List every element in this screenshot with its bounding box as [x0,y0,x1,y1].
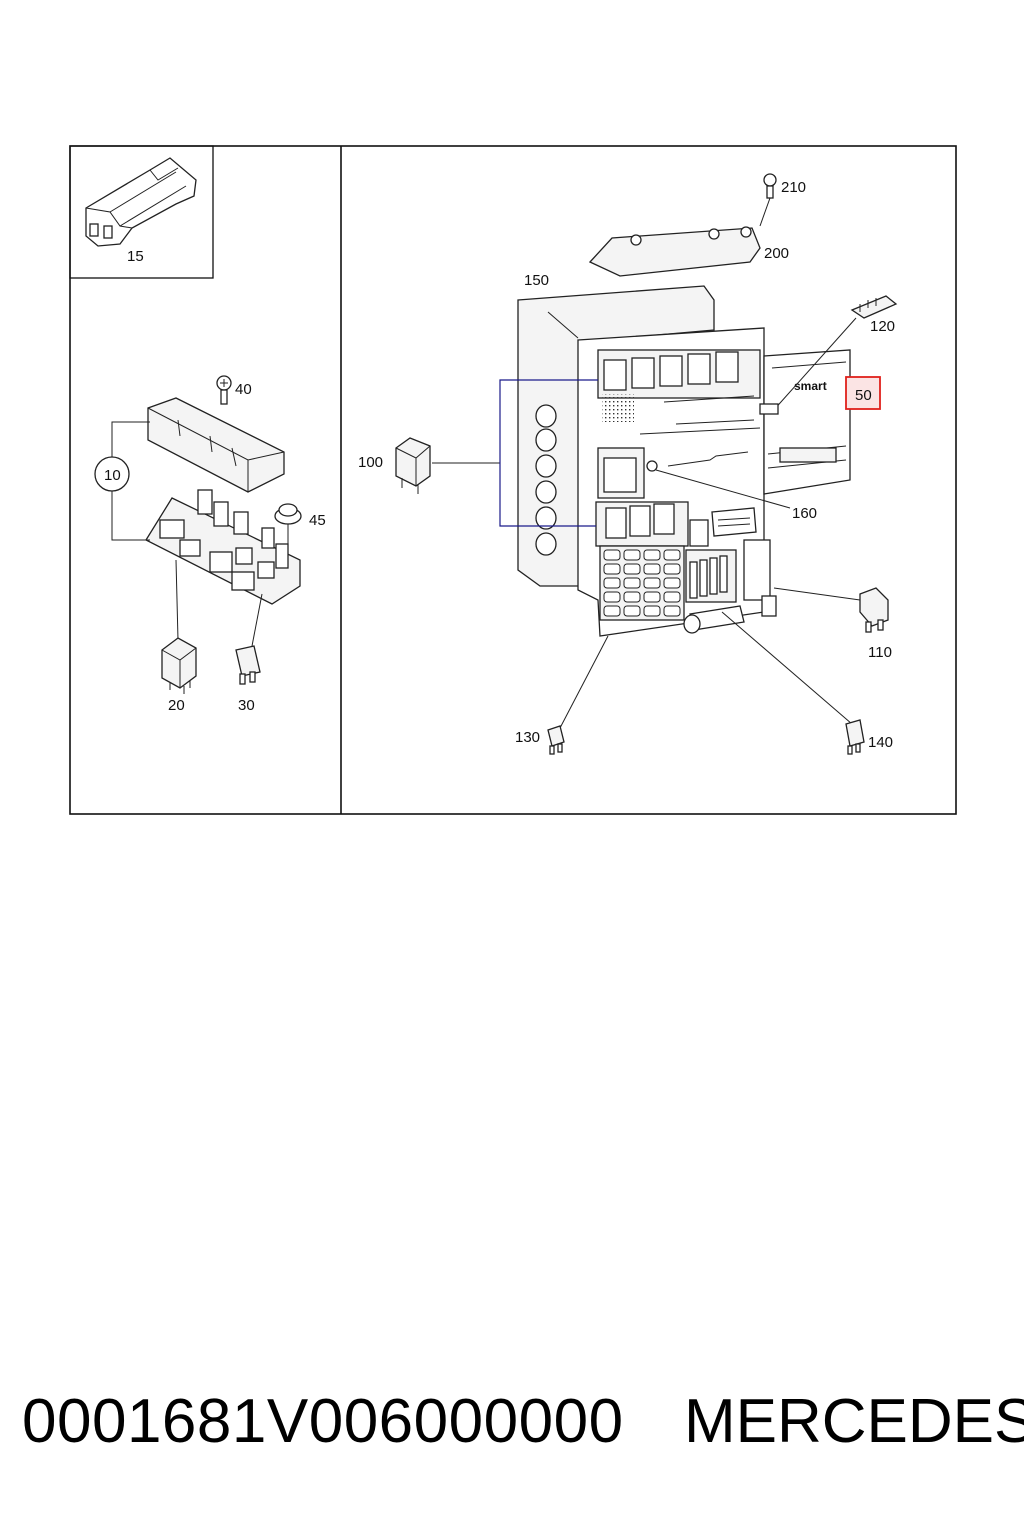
sam-side-module[interactable] [763,349,851,495]
part-50-highlight[interactable] [845,376,881,410]
label-200[interactable]: 200 [764,245,789,262]
label-130[interactable]: 130 [515,729,540,746]
fuse-slot [603,591,621,603]
part-210-screw[interactable] [759,173,777,227]
fuse-slot [623,605,641,617]
part-15-connector[interactable] [85,157,197,247]
part-120-clip[interactable] [759,295,898,415]
label-110[interactable]: 110 [868,644,892,661]
label-15[interactable]: 15 [127,248,144,265]
fuse-slot [643,563,661,575]
smart-badge: smart [794,379,827,393]
part-140-fuse[interactable] [721,611,865,755]
label-140[interactable]: 140 [868,734,893,751]
sam-front-body[interactable] [577,327,777,637]
fuse-slot [603,549,621,561]
label-160[interactable]: 160 [792,505,817,522]
fuse-slot [663,563,681,575]
diagram-frame [69,145,957,815]
part-10-cover[interactable] [147,397,285,493]
part-150-housing[interactable] [517,285,715,587]
fuse-slot [663,591,681,603]
part-10-base[interactable] [145,489,301,605]
part-100-relay[interactable] [395,379,598,527]
label-10[interactable]: 10 [104,467,121,484]
fuse-slot [643,549,661,561]
fuse-slot [663,577,681,589]
brand-name: MERCEDES [684,1387,1024,1456]
fuse-slot [623,591,641,603]
label-150[interactable]: 150 [524,272,549,289]
part-20-relay[interactable] [161,559,197,694]
part-45-nut[interactable] [274,503,302,560]
part-40-screw[interactable] [216,375,232,405]
fuse-slot [643,605,661,617]
part-number-code: 0001681V006000000 [22,1387,624,1456]
footer: 0001681V006000000 MERCEDES [0,1382,1024,1472]
label-45[interactable]: 45 [309,512,326,529]
label-120[interactable]: 120 [870,318,895,335]
fuse-grid [599,545,685,621]
part-200-bracket[interactable] [588,226,761,277]
leader-160 [655,469,791,509]
fuse-slot [603,577,621,589]
fuse-slot [603,563,621,575]
fuse-slot [623,549,641,561]
part-30-fuse[interactable] [235,593,263,685]
label-20[interactable]: 20 [168,697,185,714]
fuse-slot [643,591,661,603]
fuse-slot [643,577,661,589]
label-210[interactable]: 210 [781,179,806,196]
label-30[interactable]: 30 [238,697,255,714]
label-100[interactable]: 100 [358,454,383,471]
fuse-slot [623,577,641,589]
fuse-slot [663,605,681,617]
fuse-slot [663,549,681,561]
callout-10[interactable] [94,421,150,541]
label-50[interactable]: 50 [855,387,872,404]
label-40[interactable]: 40 [235,381,252,398]
part-110-fuse[interactable] [773,587,889,633]
fuse-slot [623,563,641,575]
part-130-fuse[interactable] [547,635,609,755]
fuse-slot [603,605,621,617]
